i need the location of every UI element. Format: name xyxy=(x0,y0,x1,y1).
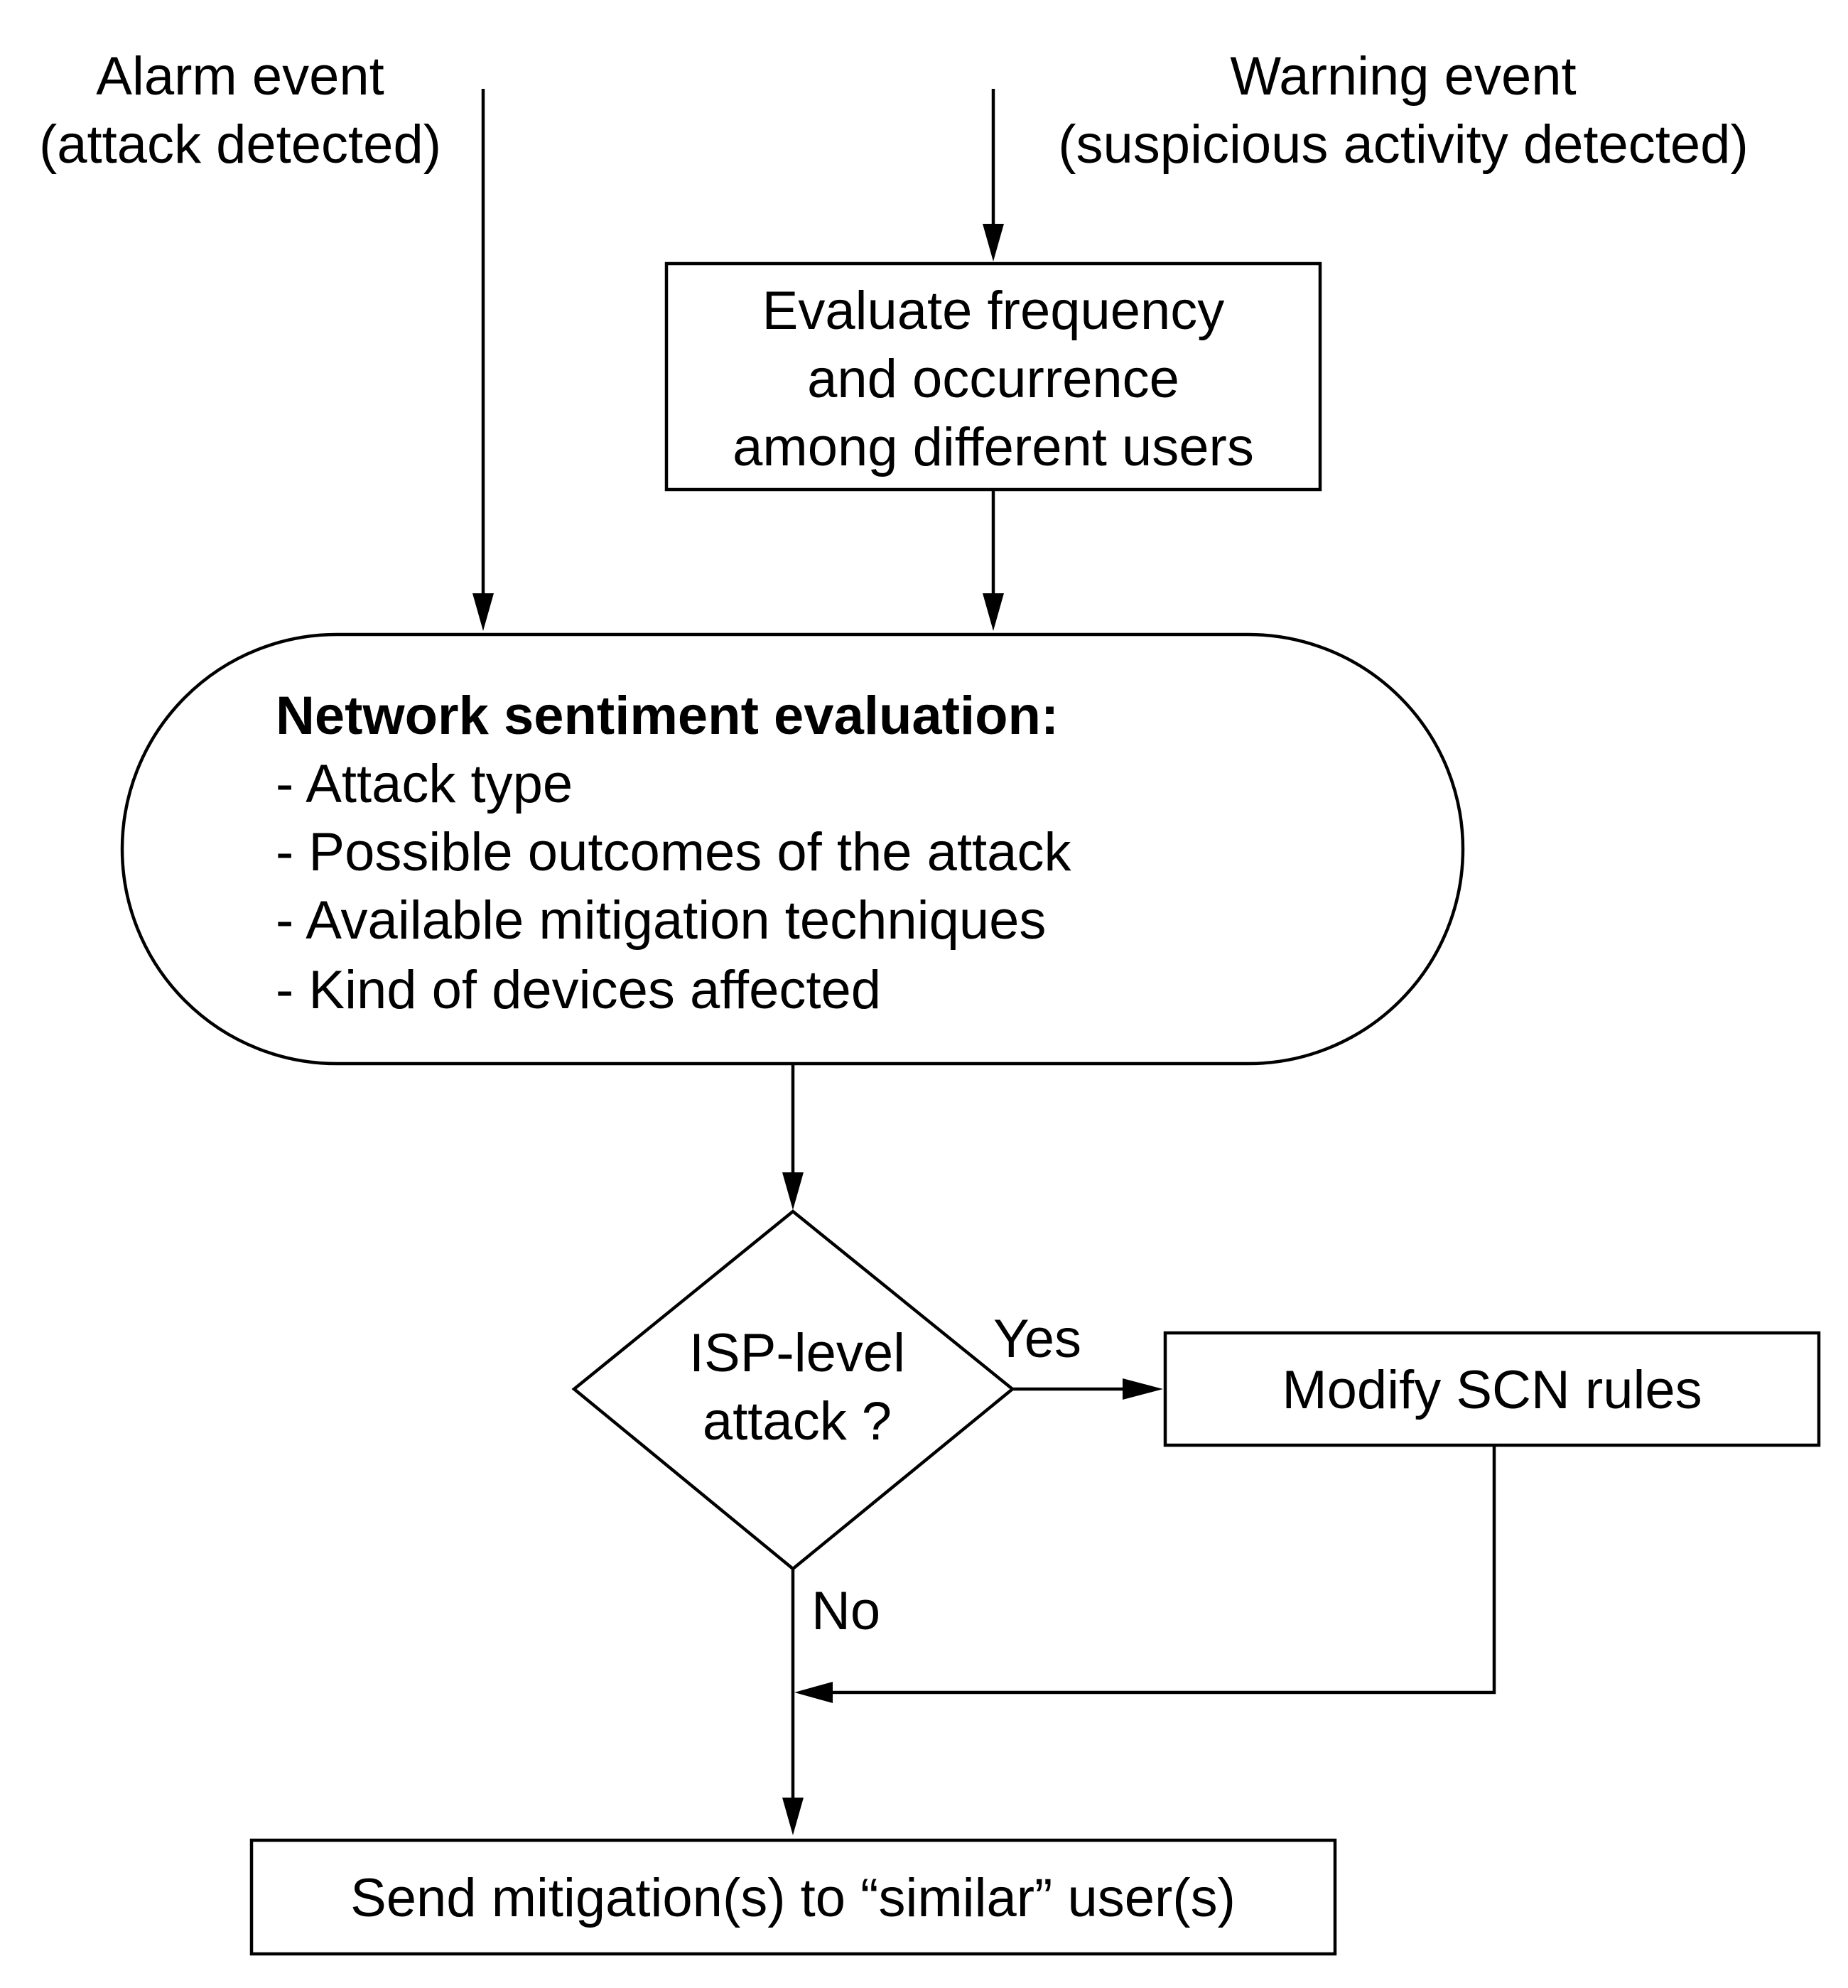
alarm-event-sublabel: (attack detected) xyxy=(39,114,441,175)
sentiment-item-attack-type: - Attack type xyxy=(276,754,573,814)
evaluate-frequency-box xyxy=(664,261,1322,492)
modify-return-arrowhead xyxy=(794,1682,833,1703)
evaluate-to-sentiment-arrowhead xyxy=(983,593,1004,631)
yes-arrowhead xyxy=(1123,1378,1163,1400)
alarm-arrowhead xyxy=(472,593,494,631)
warning-event-sublabel: (suspicious activity detected) xyxy=(1058,114,1749,175)
send-mitigation-box xyxy=(249,1838,1337,1956)
send-mitigation-label: Send mitigation(s) to “similar” user(s) xyxy=(350,1868,1236,1928)
modify-return-line xyxy=(824,1445,1496,1695)
evaluate-line-3: among different users xyxy=(733,417,1254,477)
sentiment-item-mitigation: - Available mitigation techniques xyxy=(276,890,1046,951)
decision-line-2: attack ? xyxy=(703,1391,892,1452)
modify-scn-rules-label: Modify SCN rules xyxy=(1282,1360,1702,1420)
isp-level-decision-diamond xyxy=(571,1209,1015,1571)
yes-label: Yes xyxy=(993,1309,1081,1369)
warning-event-label: Warning event xyxy=(1230,46,1576,107)
modify-scn-rules-box xyxy=(1163,1331,1821,1447)
no-label: No xyxy=(811,1581,880,1641)
decision-line-1: ISP-level xyxy=(689,1323,905,1383)
sentiment-item-outcomes: - Possible outcomes of the attack xyxy=(276,822,1071,882)
evaluate-line-1: Evaluate frequency xyxy=(762,281,1225,341)
no-arrowhead xyxy=(782,1798,804,1835)
warning-arrowhead xyxy=(983,224,1004,261)
evaluate-line-2: and occurrence xyxy=(807,349,1179,409)
alarm-event-label: Alarm event xyxy=(96,46,384,107)
sentiment-title: Network sentiment evaluation: xyxy=(276,686,1059,746)
sentiment-to-decision-arrowhead xyxy=(782,1172,804,1210)
sentiment-item-devices: - Kind of devices affected xyxy=(276,960,881,1020)
